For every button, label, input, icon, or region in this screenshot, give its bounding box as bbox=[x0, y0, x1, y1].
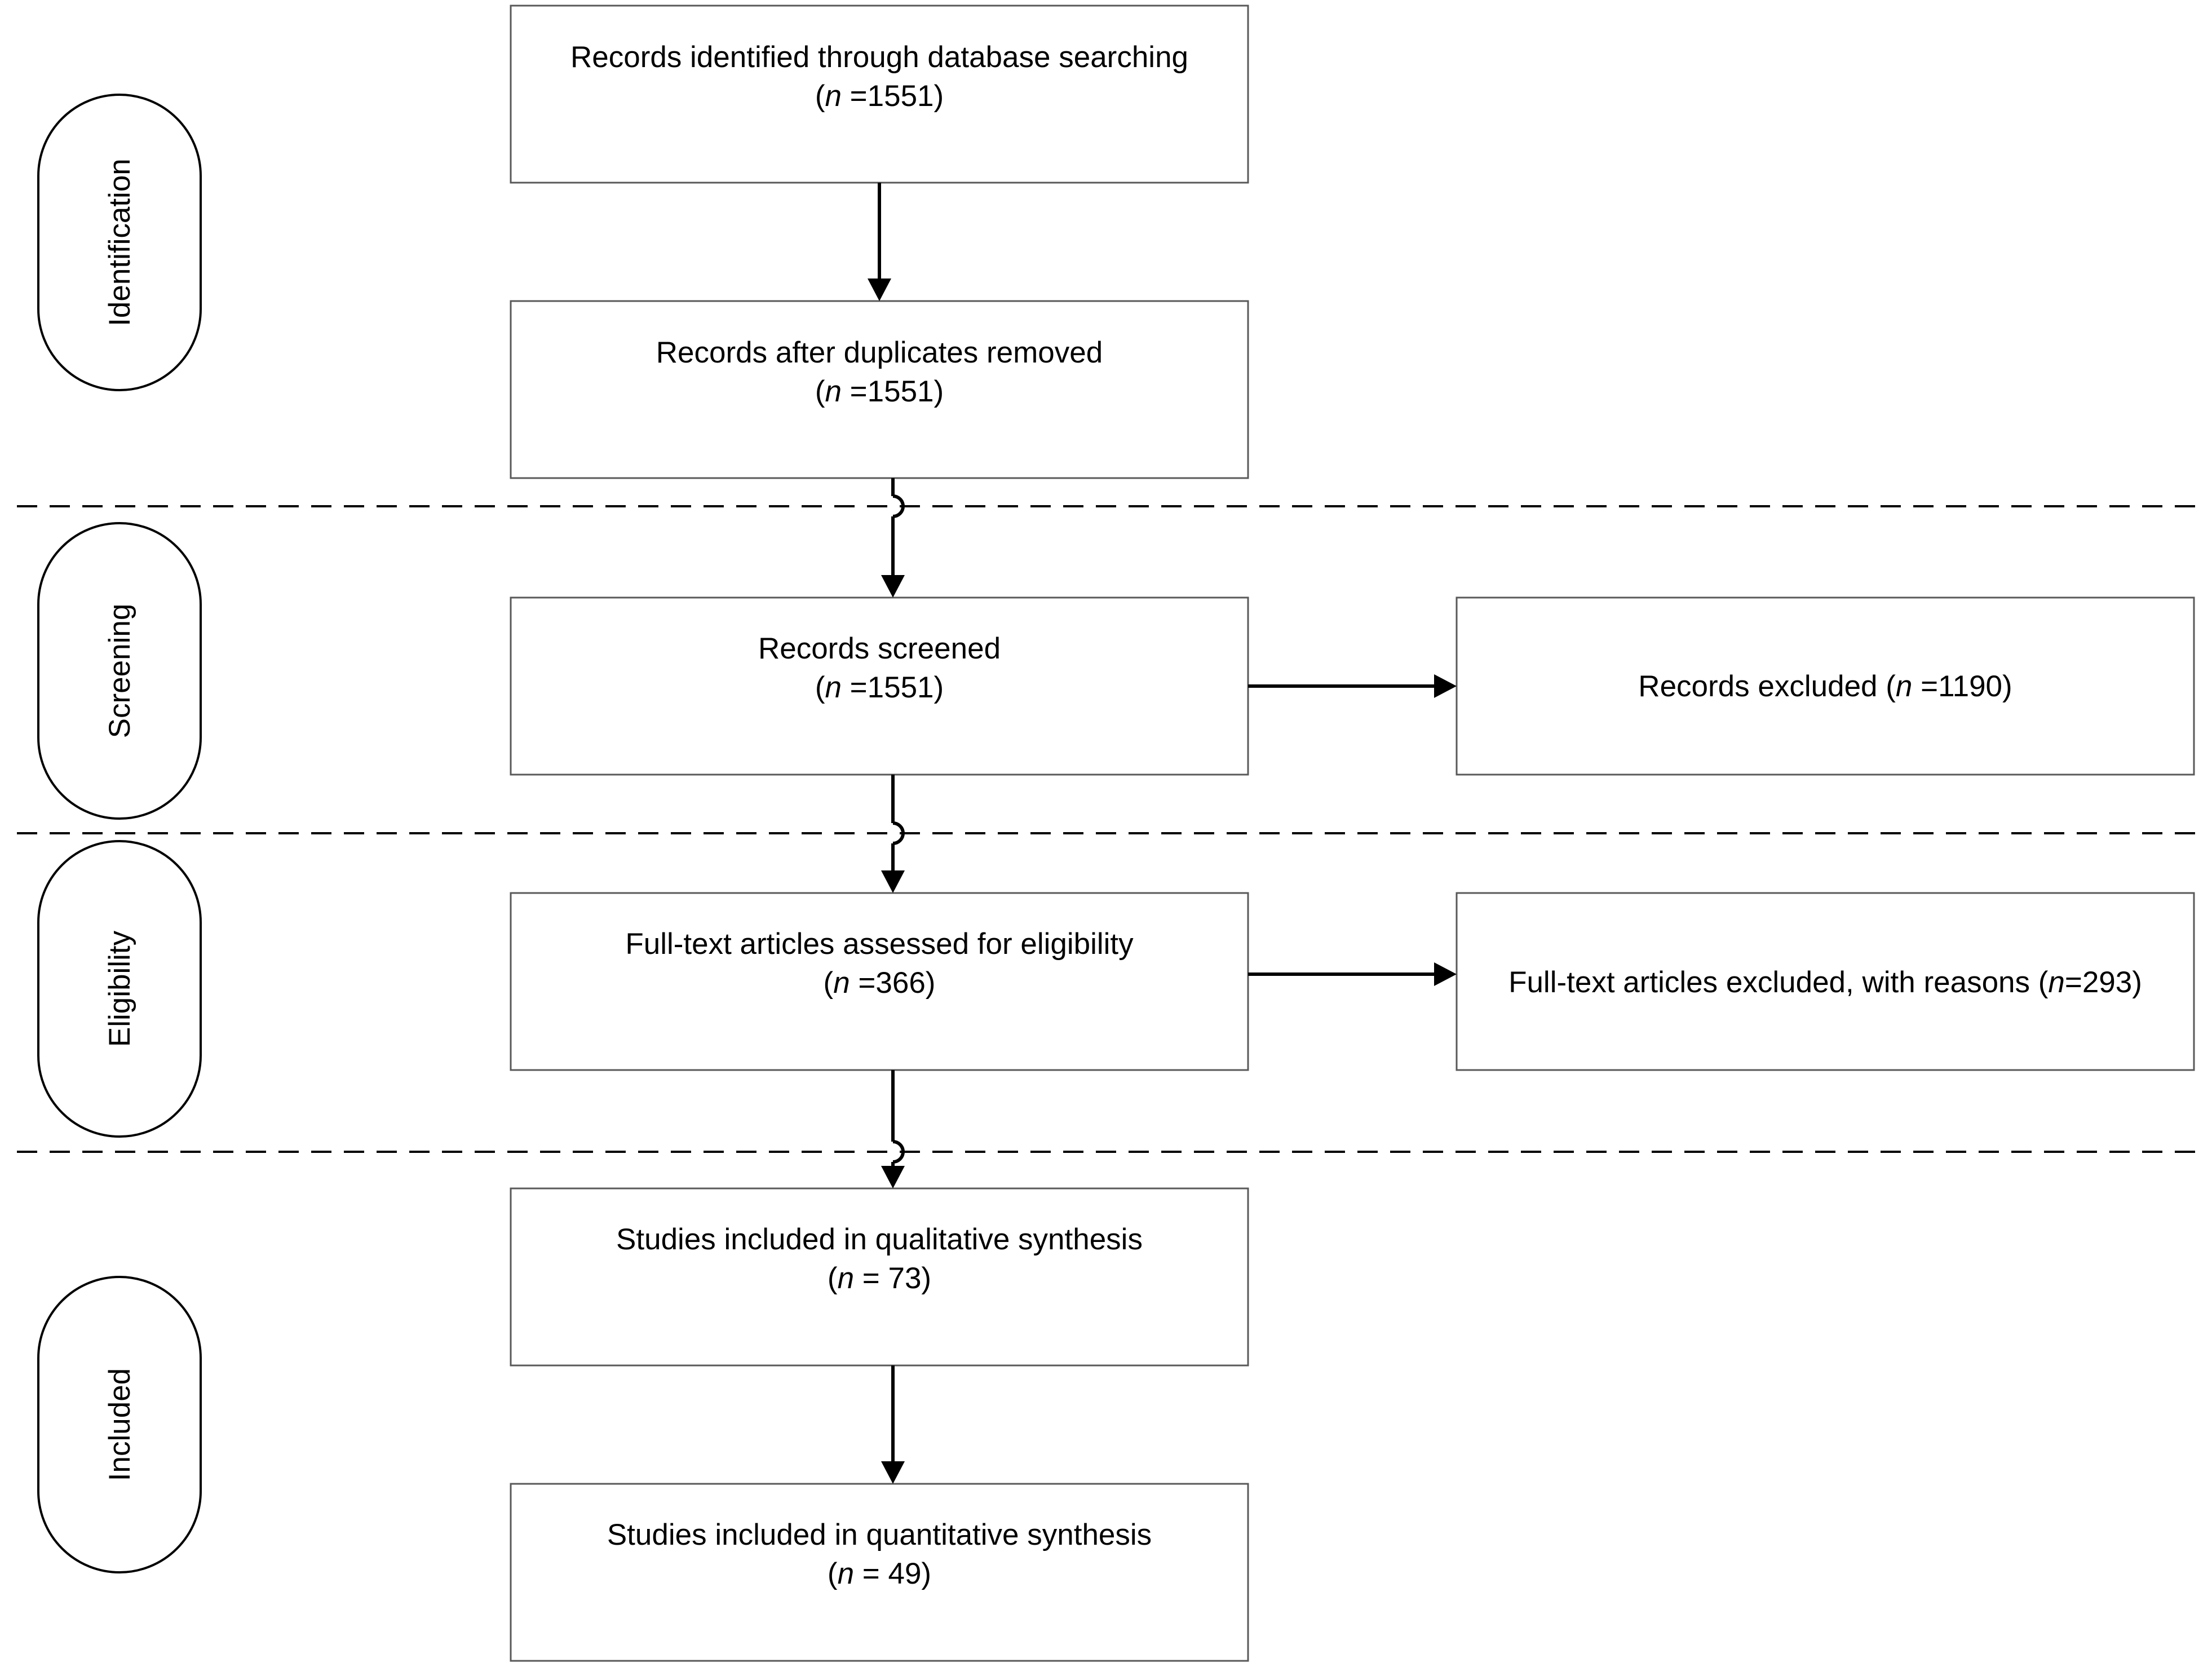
box-fulltext-assessed-title: Full-text articles assessed for eligibil… bbox=[625, 927, 1134, 961]
box-quantitative-synthesis: Studies included in quantitative synthes… bbox=[510, 1483, 1249, 1662]
box-records-screened-title: Records screened bbox=[758, 632, 1001, 665]
box-quantitative-synthesis-count: (n = 49) bbox=[828, 1557, 931, 1590]
box-records-screened-count: (n =1551) bbox=[815, 671, 944, 704]
arrow-fulltext-to-fulltext-excluded bbox=[1248, 962, 1457, 986]
phase-identification: Identification bbox=[37, 94, 202, 391]
box-qualitative-synthesis: Studies included in qualitative synthesi… bbox=[510, 1187, 1249, 1367]
phase-included-label: Included bbox=[103, 1368, 136, 1481]
arrow-identified-to-deduplicated bbox=[868, 183, 891, 301]
arrow-screened-to-fulltext bbox=[881, 775, 905, 893]
box-records-screened: Records screened (n =1551) bbox=[510, 596, 1249, 776]
arrow-qualitative-to-quantitative bbox=[881, 1365, 905, 1484]
box-records-deduplicated-count: (n =1551) bbox=[815, 375, 944, 408]
box-records-excluded: Records excluded (n =1190) bbox=[1456, 596, 2195, 776]
box-fulltext-excluded: Full-text articles excluded, with reason… bbox=[1456, 892, 2195, 1071]
box-qualitative-synthesis-count: (n = 73) bbox=[828, 1262, 931, 1295]
phase-eligibility-label: Eligibility bbox=[103, 930, 136, 1047]
box-quantitative-synthesis-title: Studies included in quantitative synthes… bbox=[607, 1518, 1152, 1551]
arrow-deduplicated-to-screened bbox=[881, 478, 905, 598]
box-records-identified-title: Records identified through database sear… bbox=[570, 41, 1188, 74]
box-records-deduplicated-title: Records after duplicates removed bbox=[656, 336, 1103, 369]
box-records-deduplicated: Records after duplicates removed (n =155… bbox=[510, 300, 1249, 479]
phase-identification-label: Identification bbox=[103, 158, 136, 326]
arrow-fulltext-to-qualitative bbox=[881, 1070, 905, 1188]
phase-eligibility: Eligibility bbox=[37, 840, 202, 1138]
phase-screening: Screening bbox=[37, 522, 202, 820]
arrow-screened-to-excluded bbox=[1248, 674, 1457, 698]
box-records-excluded-text: Records excluded (n =1190) bbox=[1638, 670, 2012, 703]
box-records-identified: Records identified through database sear… bbox=[510, 5, 1249, 184]
box-records-identified-count: (n =1551) bbox=[815, 79, 944, 113]
box-fulltext-excluded-text: Full-text articles excluded, with reason… bbox=[1508, 966, 2142, 999]
box-qualitative-synthesis-title: Studies included in qualitative synthesi… bbox=[616, 1223, 1143, 1256]
box-fulltext-assessed: Full-text articles assessed for eligibil… bbox=[510, 892, 1249, 1071]
phase-screening-label: Screening bbox=[103, 604, 136, 739]
phase-included: Included bbox=[37, 1276, 202, 1573]
box-fulltext-assessed-count: (n =366) bbox=[824, 966, 936, 1000]
